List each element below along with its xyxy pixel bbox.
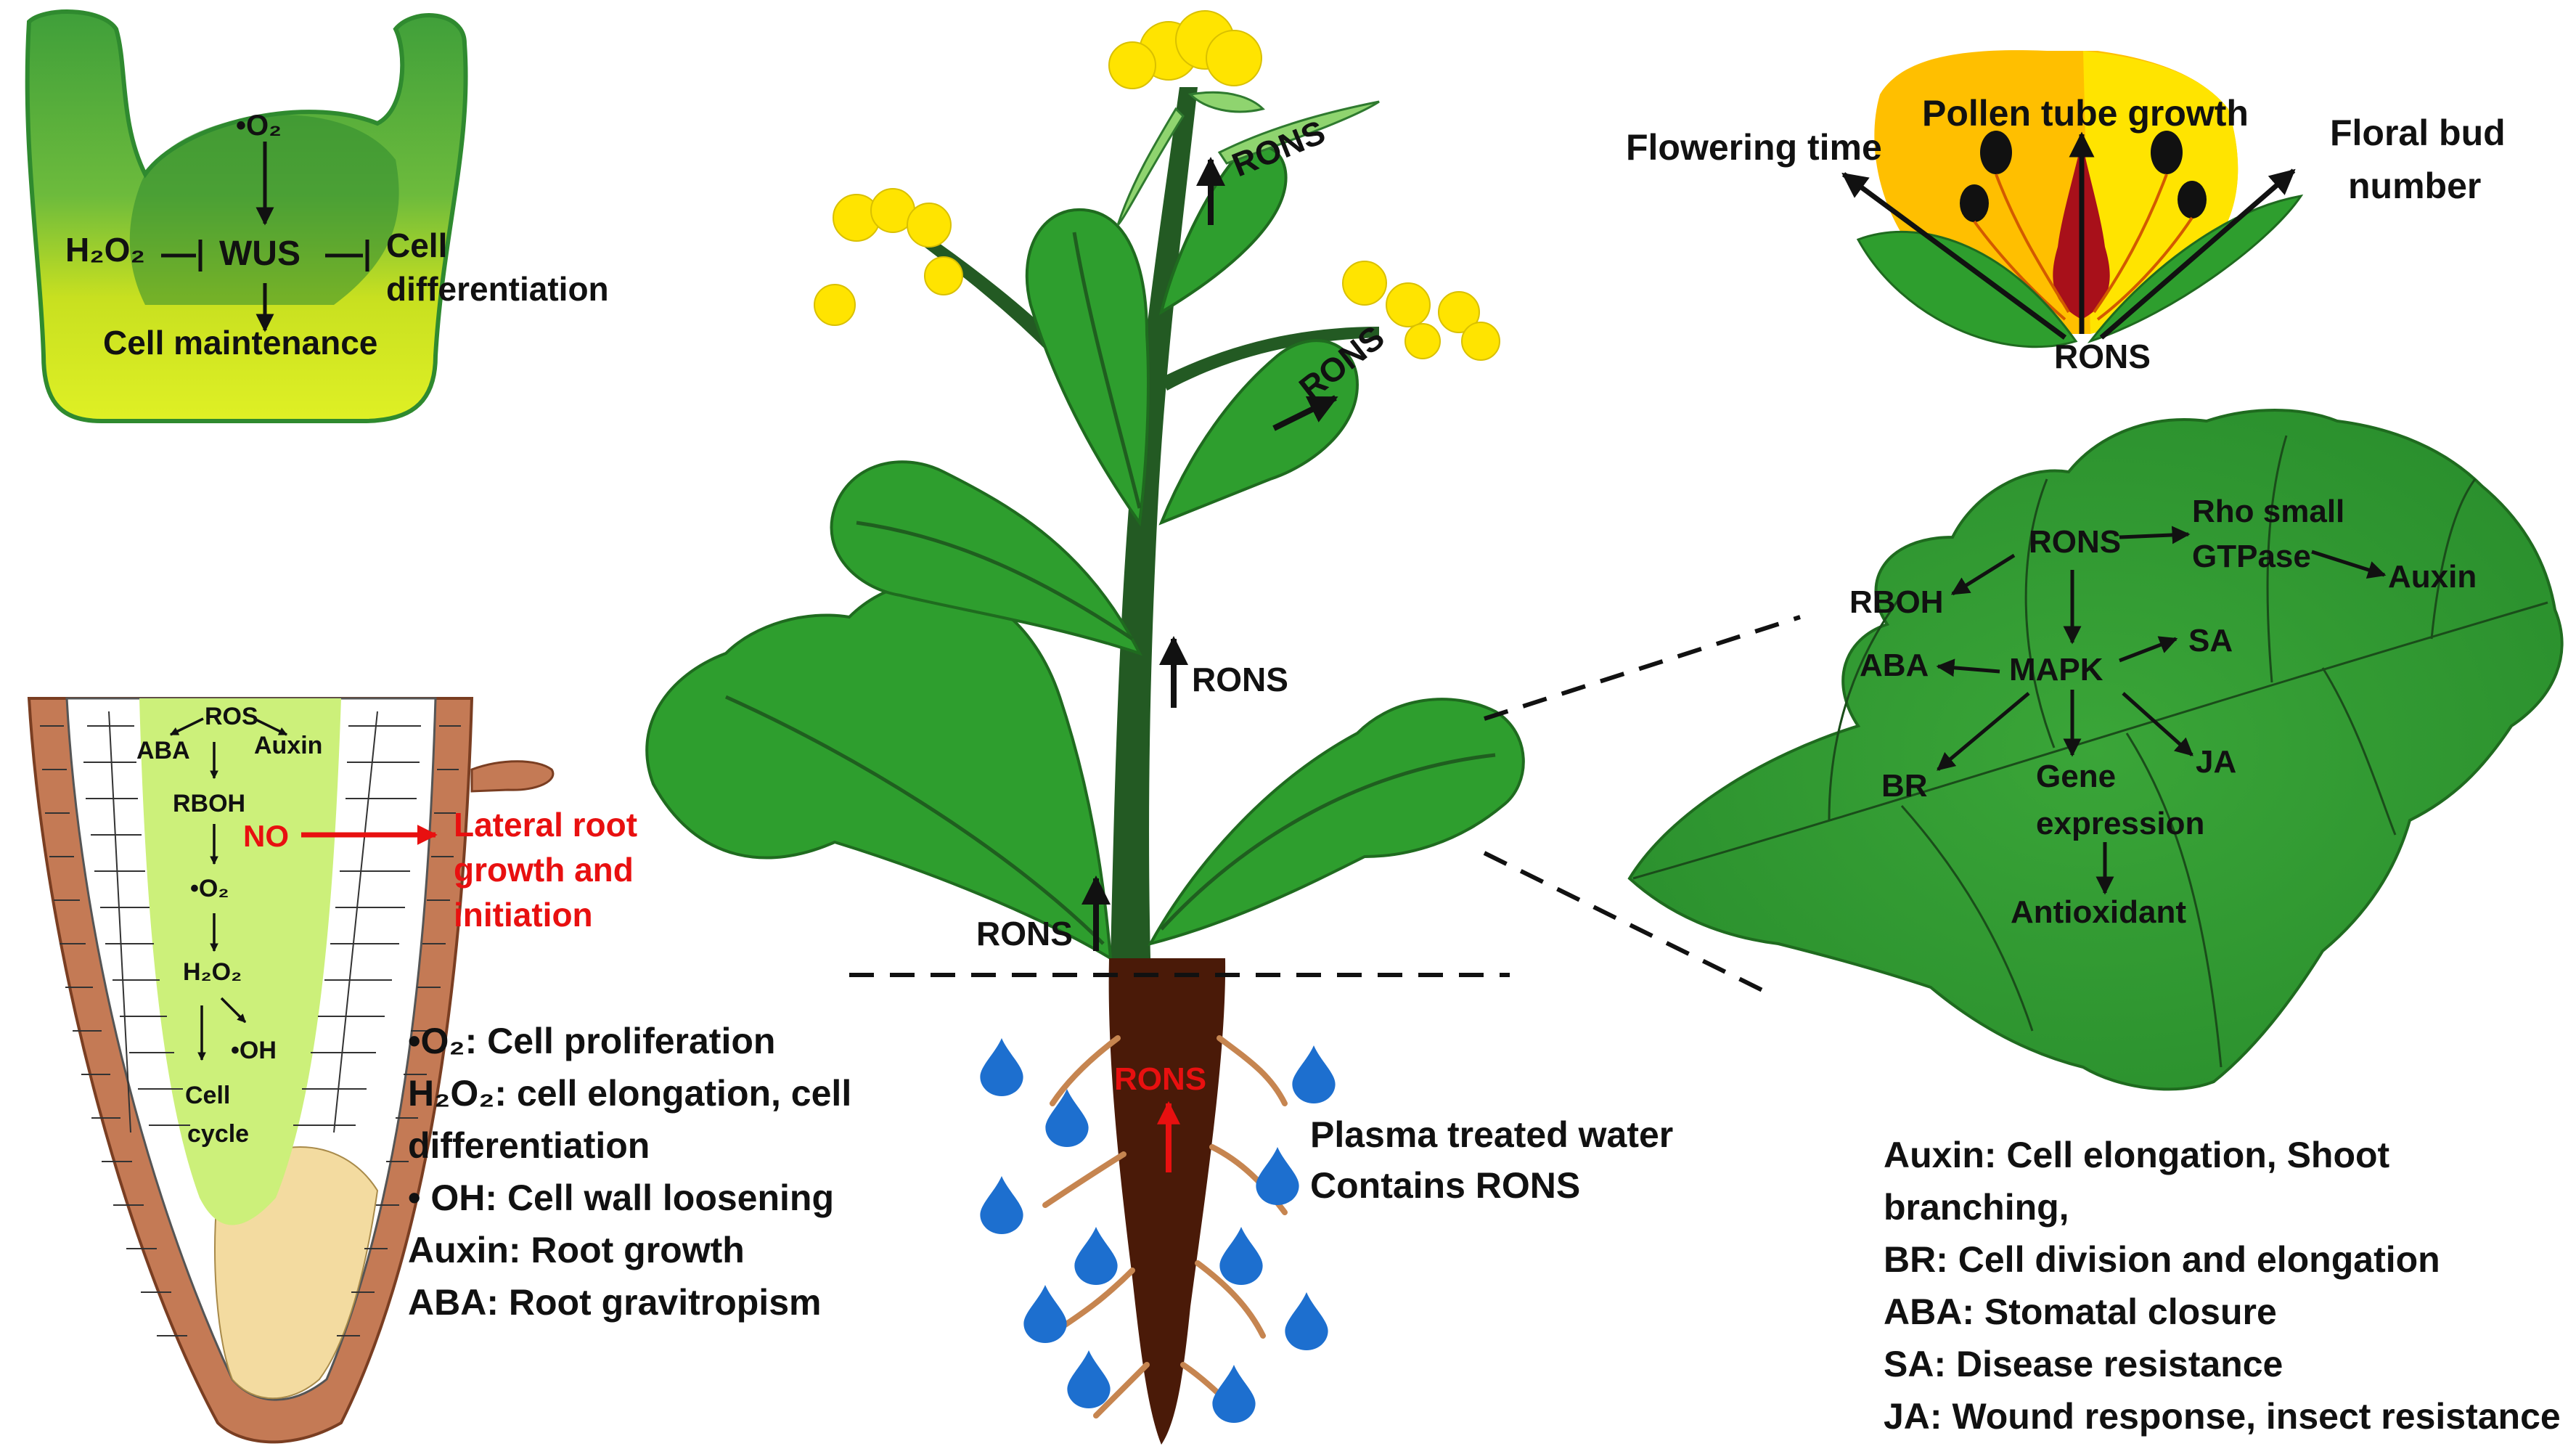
leaf-rho-label-1: Rho small (2192, 494, 2345, 529)
root-legend-line: differentiation (408, 1125, 650, 1166)
plant-rons-arrows (1081, 157, 1338, 951)
flower-illustration (1856, 50, 2304, 348)
meristem-wus-label: WUS (219, 234, 300, 273)
leaf-legend-line: Auxin: Cell elongation, Shoot (1884, 1135, 2390, 1175)
leaf-gene-label-1: Gene (2036, 759, 2117, 794)
leaf-legend-line: BR: Cell division and elongation (1884, 1239, 2440, 1280)
leaf-detail-illustration (1627, 409, 2564, 1091)
water-label-1: Plasma treated water (1310, 1114, 1674, 1155)
leaf-mapk-label: MAPK (2009, 652, 2103, 687)
meristem-o2-label: •O₂ (236, 110, 282, 142)
root-cycle-label: cycle (187, 1120, 250, 1148)
leaf-legend-line: ABA: Stomatal closure (1884, 1291, 2277, 1332)
flowering-time-label: Flowering time (1626, 127, 1882, 168)
leaf-aba-label: ABA (1860, 648, 1929, 683)
leaf-callout-line-top (1484, 615, 1801, 721)
leaf-pathway-arrows (1936, 526, 2387, 895)
leaf-rons-label: RONS (2029, 524, 2122, 560)
root-auxin-label: Auxin (254, 732, 323, 759)
leaf-legend-line: SA: Disease resistance (1884, 1344, 2283, 1384)
floral-bud-label-2: number (2348, 166, 2482, 206)
lateral-root-label-3: initiation (454, 896, 593, 934)
leaf-rho-label-2: GTPase (2192, 539, 2311, 574)
root-oh-label: •OH (231, 1037, 277, 1064)
root-no-label: NO (243, 819, 289, 853)
meristem-h2o2-label: H₂O₂ (65, 231, 145, 269)
meristem-cell-label: Cell (386, 226, 448, 264)
lateral-root-label-1: Lateral root (454, 806, 638, 844)
plant-rons-root-label: RONS (1114, 1061, 1207, 1097)
leaf-ja-label: JA (2196, 744, 2237, 780)
leaf-sa-label: SA (2188, 623, 2233, 658)
water-label-2: Contains RONS (1310, 1165, 1581, 1206)
leaf-callout-line-bottom (1483, 851, 1765, 993)
root-h2o2-label: H₂O₂ (183, 958, 242, 986)
root-legend-line: • OH: Cell wall loosening (408, 1177, 835, 1218)
root-legend-line: Auxin: Root growth (408, 1230, 745, 1270)
leaf-legend: Auxin: Cell elongation, Shoot branching,… (1884, 1129, 2561, 1442)
root-tip-arrows (169, 717, 288, 1061)
leaf-auxin-label: Auxin (2388, 559, 2477, 595)
flower-arrows (1841, 131, 2296, 340)
pollen-tube-label: Pollen tube growth (1922, 93, 2249, 134)
plant-rons-base-label: RONS (976, 915, 1073, 952)
meristem-differentiation-label: differentiation (386, 270, 609, 308)
root-cell-label: Cell (185, 1082, 231, 1109)
root-aba-label: ABA (136, 737, 190, 764)
plant-illustration (645, 10, 1525, 1445)
root-rboh-label: RBOH (173, 790, 246, 817)
leaf-gene-label-2: expression (2036, 806, 2205, 841)
leaf-legend-line: JA: Wound response, insect resistance (1884, 1396, 2561, 1437)
meristem-arrows (161, 142, 369, 332)
leaf-br-label: BR (1881, 768, 1928, 804)
root-legend-line: H₂O₂: cell elongation, cell (408, 1073, 852, 1114)
flower-rons-label: RONS (2054, 338, 2151, 375)
lateral-root-label-2: growth and (454, 851, 634, 889)
root-legend-line: •O₂: Cell proliferation (408, 1021, 776, 1061)
floral-bud-label-1: Floral bud (2330, 113, 2506, 153)
root-tip-illustration (27, 697, 555, 1444)
leaf-legend-line: branching, (1884, 1187, 2069, 1228)
root-ros-label: ROS (205, 703, 258, 730)
leaf-rboh-label: RBOH (1849, 584, 1944, 620)
root-legend-line: ABA: Root gravitropism (408, 1282, 822, 1323)
leaf-antioxidant-label: Antioxidant (2011, 894, 2186, 930)
root-legend: •O₂: Cell proliferation H₂O₂: cell elong… (408, 1015, 851, 1328)
root-o2-label: •O₂ (190, 875, 229, 902)
meristem-maintenance-label: Cell maintenance (103, 324, 378, 362)
plant-rons-stem-label: RONS (1192, 661, 1288, 698)
